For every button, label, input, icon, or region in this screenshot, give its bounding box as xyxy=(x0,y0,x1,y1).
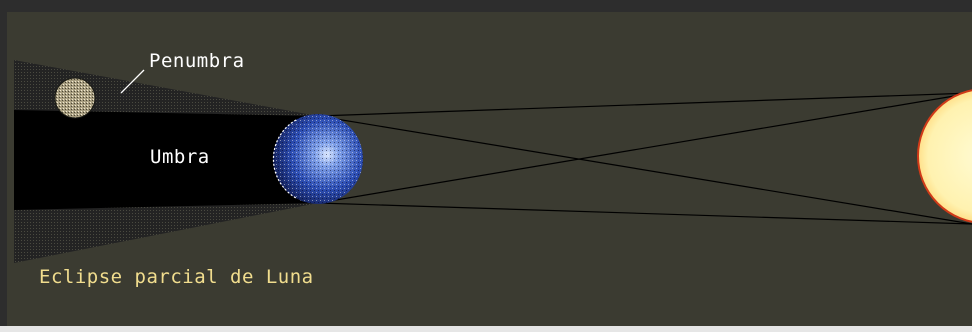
earth-icon xyxy=(273,114,363,204)
caption-label: Eclipse parcial de Luna xyxy=(39,266,314,288)
penumbra-label: Penumbra xyxy=(149,50,245,72)
umbra-label: Umbra xyxy=(150,146,210,168)
moon-icon xyxy=(55,78,95,118)
